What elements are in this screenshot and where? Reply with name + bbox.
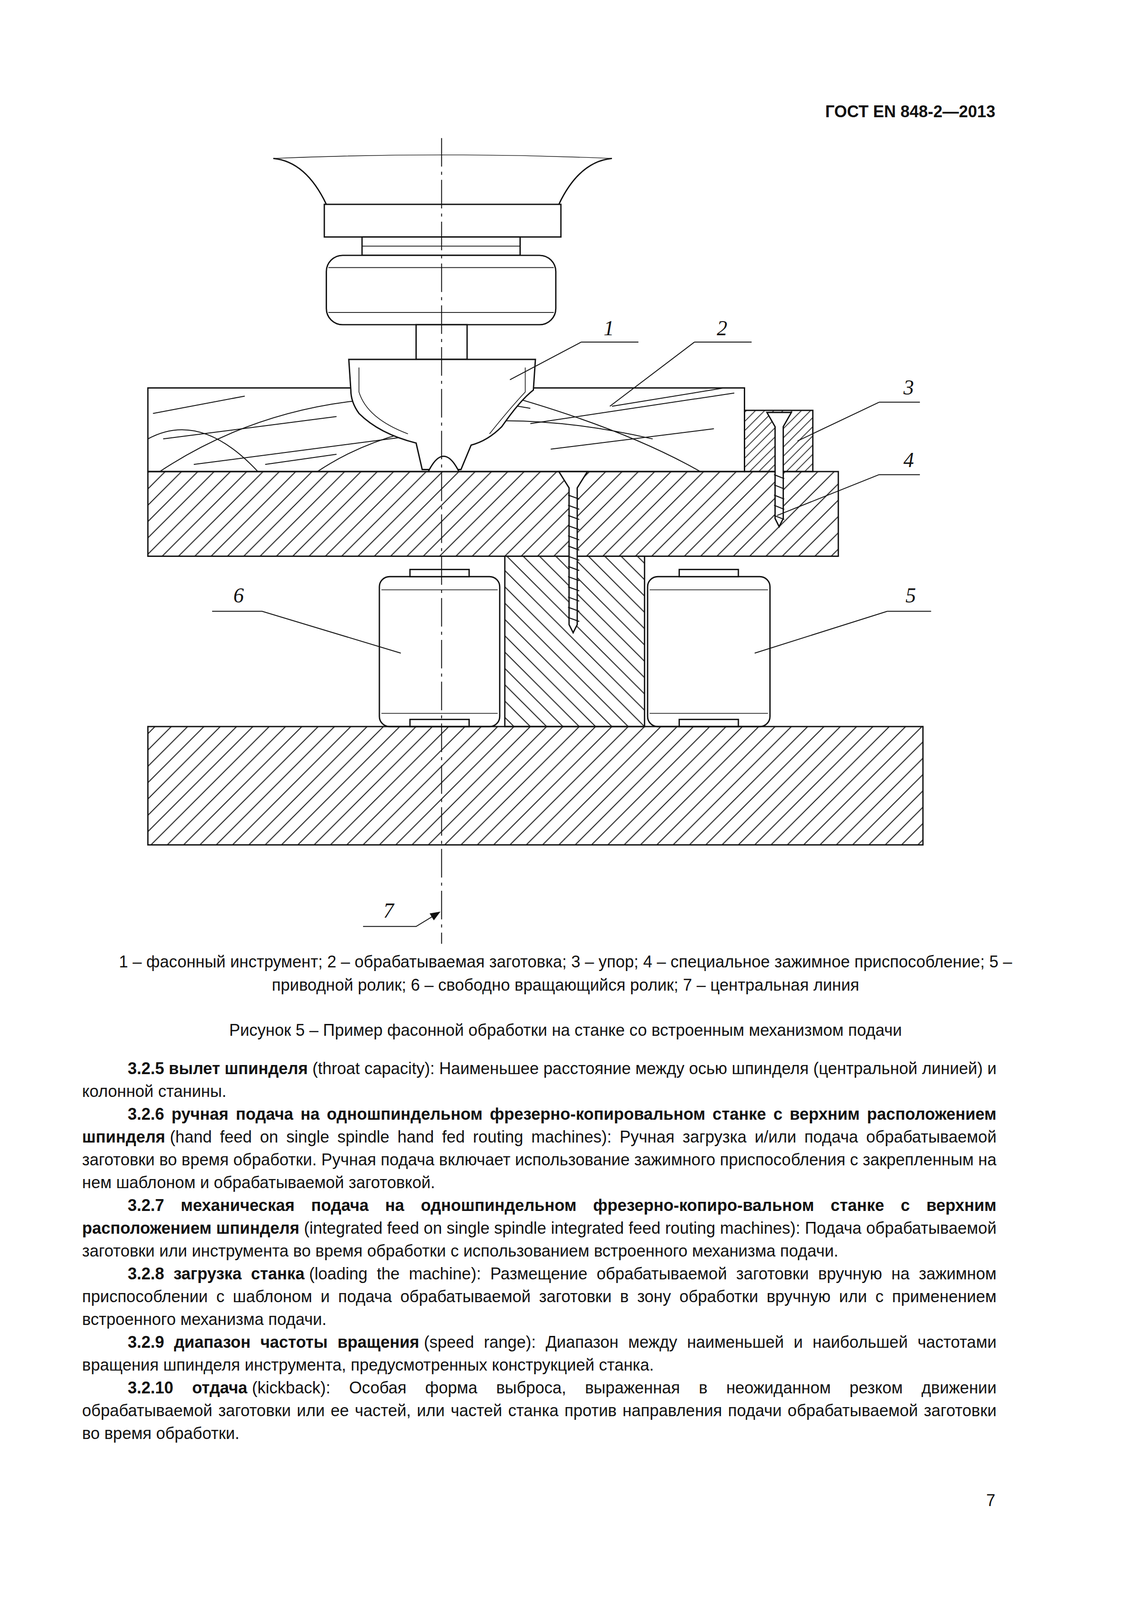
- figure-key: 1 – фасонный инструмент; 2 – обрабатывае…: [91, 950, 1040, 997]
- callout-number: 4: [894, 449, 923, 471]
- definition-paragraph: 3.2.6 ручная подача на одношпиндельном ф…: [82, 1102, 997, 1194]
- term-heading: 3.2.10 отдача: [127, 1378, 248, 1397]
- definitions-text: 3.2.5 вылет шпинделя(throat capacity): Н…: [82, 1057, 997, 1445]
- figure-caption: Рисунок 5 – Пример фасонной обработки на…: [228, 1020, 902, 1040]
- term-heading: 3.2.5 вылет шпинделя: [127, 1058, 308, 1078]
- callout-number: 3: [894, 377, 923, 399]
- definition-paragraph: 3.2.5 вылет шпинделя(throat capacity): Н…: [82, 1057, 997, 1103]
- callout-number: 1: [595, 317, 623, 339]
- page-number: 7: [986, 1490, 996, 1510]
- definition-paragraph: 3.2.10 отдача(kickback): Особая форма вы…: [82, 1376, 997, 1445]
- callout-number: 2: [708, 317, 736, 339]
- definition-paragraph: 3.2.7 механическая подача на одношпиндел…: [82, 1193, 997, 1263]
- term-heading: 3.2.8 загрузка станка: [127, 1264, 305, 1283]
- definition-paragraph: 3.2.8 загрузка станка(loading the machin…: [82, 1262, 997, 1331]
- term-definition: (hand feed on single spindle hand fed ro…: [82, 1127, 997, 1192]
- callout-number: 7: [374, 900, 403, 922]
- callout-number: 5: [897, 585, 925, 607]
- page-header: ГОСТ EN 848-2—2013: [824, 102, 996, 122]
- definition-paragraph: 3.2.9 диапазон частоты вращения(speed ra…: [82, 1330, 997, 1377]
- term-heading: 3.2.9 диапазон частоты вращения: [127, 1332, 420, 1352]
- callout-number: 6: [224, 585, 253, 607]
